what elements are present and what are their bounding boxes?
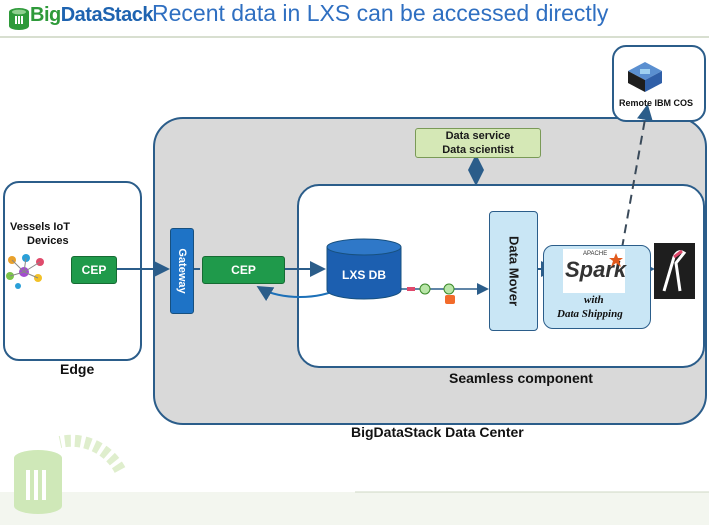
lxs-db-label: LXS DB [342,268,387,282]
data-mover-box: Data Mover [489,211,538,331]
spark-star-icon [609,253,623,267]
edge-cep-box: CEP [71,256,117,284]
datacenter-label: BigDataStack Data Center [351,424,524,440]
flink-logo-icon [654,243,695,299]
edge-label: Edge [60,361,95,377]
seamless-label: Seamless component [449,370,593,386]
spark-logo-icon: APACHE Spark [563,249,626,293]
data-service-box: Data service Data scientist [415,128,541,158]
integration-flow-icon [407,283,455,304]
header-divider [0,36,709,38]
footer-decoration [0,434,709,525]
remote-cos-label: Remote IBM COS [619,98,694,108]
ibm-cos-cube-icon [628,62,662,92]
iot-devices-icon [6,254,44,289]
page-title: Recent data in LXS can be accessed direc… [152,0,609,26]
bigdatastack-logo-icon [9,8,29,30]
spark-with-label: with [584,294,604,306]
gateway-box: Gateway [170,228,194,314]
iot-source-line1: Vessels IoT [10,221,70,233]
iot-source-line2: Devices [27,235,69,247]
logo-text: BigDataStack [30,4,153,26]
dc-cep-box: CEP [202,256,285,284]
spark-shipping-label: Data Shipping [557,308,623,320]
lxs-database-icon [326,238,402,300]
